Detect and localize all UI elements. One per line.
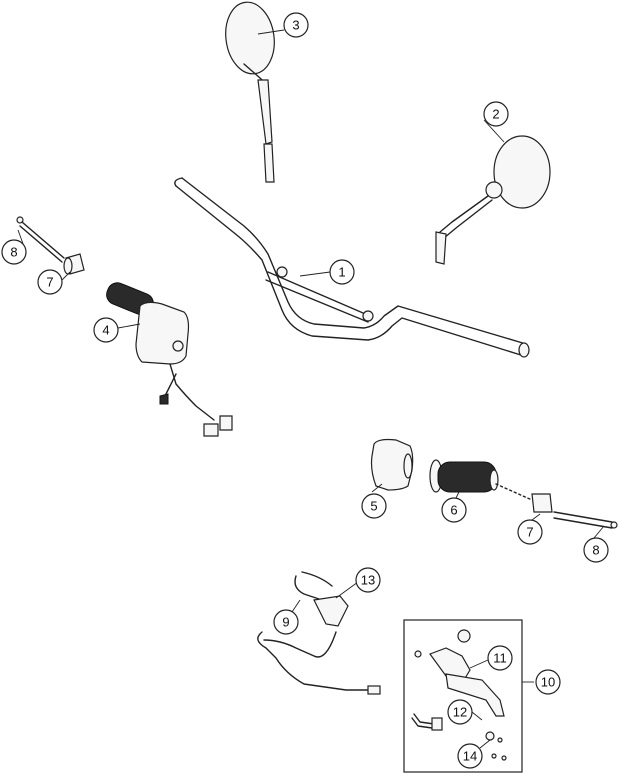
- svg-text:10: 10: [541, 675, 555, 690]
- clutch-lever: [414, 629, 505, 717]
- left-bar-end-weight: [63, 253, 85, 275]
- callout-11: 11: [487, 645, 513, 671]
- svg-text:11: 11: [493, 651, 507, 666]
- svg-text:8: 8: [592, 543, 599, 558]
- svg-text:13: 13: [361, 573, 375, 588]
- svg-text:5: 5: [370, 499, 377, 514]
- svg-text:2: 2: [492, 107, 499, 122]
- mirror-left: [225, 1, 275, 183]
- svg-text:4: 4: [102, 323, 109, 338]
- svg-text:6: 6: [450, 503, 457, 518]
- mirror-right: [435, 135, 551, 265]
- callout-5: 5: [361, 493, 387, 519]
- svg-text:3: 3: [292, 18, 299, 33]
- clutch-cable: [257, 571, 381, 695]
- svg-text:7: 7: [526, 525, 533, 540]
- callout-7-right: 7: [517, 519, 543, 545]
- svg-text:14: 14: [463, 749, 477, 764]
- callout-8-right: 8: [583, 537, 609, 563]
- svg-text:9: 9: [282, 615, 289, 630]
- clutch-switch: [411, 713, 443, 731]
- callout-2: 2: [483, 101, 509, 127]
- callout-12: 12: [447, 699, 473, 725]
- clutch-lever-assembly-frame: [403, 619, 523, 773]
- right-throttle-switch: [370, 438, 414, 491]
- left-bar-end-bolt: [16, 216, 65, 263]
- left-grip-and-switch: [106, 282, 233, 437]
- callout-13: 13: [355, 567, 381, 593]
- callout-10: 10: [535, 669, 561, 695]
- cable-guide: [313, 595, 349, 627]
- callout-6: 6: [441, 497, 467, 523]
- svg-text:7: 7: [46, 275, 53, 290]
- callout-9: 9: [273, 609, 299, 635]
- svg-text:12: 12: [453, 705, 467, 720]
- svg-text:8: 8: [10, 245, 17, 260]
- callout-7-left: 7: [37, 269, 63, 295]
- callout-14: 14: [457, 743, 483, 769]
- small-parts: [485, 731, 507, 761]
- callout-3: 3: [283, 12, 309, 38]
- right-grip: [429, 459, 499, 493]
- callout-8-left: 8: [1, 239, 27, 265]
- right-bar-end-bolt: [553, 511, 618, 529]
- right-bar-end-weight: [531, 493, 553, 513]
- callout-4: 4: [93, 317, 119, 343]
- svg-text:1: 1: [338, 265, 345, 280]
- callout-1: 1: [329, 259, 355, 285]
- handlebar: [174, 177, 530, 358]
